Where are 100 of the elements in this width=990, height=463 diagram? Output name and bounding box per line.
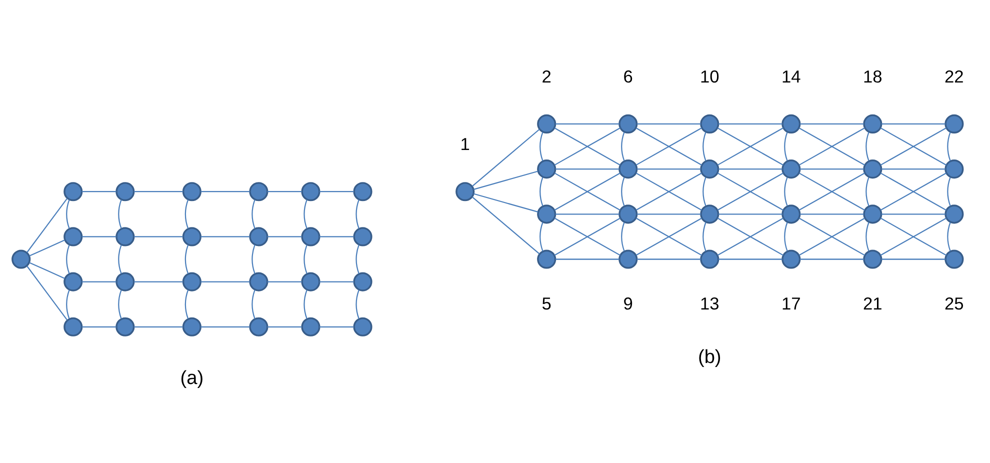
node-circle [782, 204, 801, 224]
node-circle [64, 317, 83, 336]
connector [866, 176, 870, 206]
connector [947, 222, 951, 252]
connector [636, 214, 701, 215]
node-circle [182, 227, 202, 246]
connector [636, 168, 701, 170]
connector [134, 326, 183, 328]
node-label: 10 [700, 66, 720, 86]
connector [66, 290, 70, 319]
connector [184, 290, 189, 319]
connector [82, 191, 116, 192]
connector [200, 236, 250, 238]
connector [554, 172, 621, 211]
connector [717, 127, 784, 166]
connector [82, 236, 116, 238]
connector [319, 236, 354, 238]
node-label: 2 [542, 66, 552, 86]
connector [621, 132, 625, 162]
connector [252, 200, 256, 229]
connector [118, 244, 122, 274]
connector [800, 123, 864, 125]
connector [947, 176, 951, 206]
node-label: 22 [944, 66, 964, 86]
connector [304, 200, 308, 229]
node-circle [301, 272, 320, 292]
connector [717, 172, 784, 211]
node-label: 1 [460, 134, 470, 154]
node-label: 18 [863, 66, 882, 86]
connector [66, 200, 70, 229]
label: (a) [180, 368, 204, 389]
connector [702, 132, 706, 162]
node-circle [944, 250, 964, 269]
connector [26, 198, 68, 253]
node-circle [537, 204, 556, 224]
connector [636, 172, 702, 211]
node-circle [863, 114, 882, 134]
connector [200, 191, 250, 192]
connector [473, 170, 538, 190]
connector [540, 132, 544, 162]
node-circle [944, 114, 964, 134]
connector [881, 123, 946, 125]
node-circle [64, 272, 83, 292]
connector [29, 240, 66, 256]
connector [555, 123, 620, 125]
node-circle [456, 182, 475, 202]
connector [118, 200, 122, 229]
connector [880, 172, 947, 211]
node-circle [353, 272, 372, 292]
node-circle [64, 182, 83, 202]
connector [718, 168, 782, 170]
node-circle [782, 250, 801, 269]
connector [472, 196, 540, 254]
connector [134, 281, 183, 282]
node-circle [863, 250, 882, 269]
node-circle [116, 227, 135, 246]
node-circle [863, 204, 882, 224]
node-circle [182, 317, 202, 336]
node-circle [618, 204, 638, 224]
connector [184, 200, 189, 229]
node-label: 25 [944, 294, 964, 314]
node-label: 21 [863, 294, 882, 314]
node-circle [700, 160, 720, 179]
connector [356, 200, 360, 229]
connector [800, 214, 864, 215]
connector [267, 191, 302, 192]
connector [798, 218, 866, 256]
node-circle [301, 317, 320, 336]
node-circle [537, 160, 556, 179]
node-circle [116, 272, 135, 292]
label: (b) [698, 346, 722, 368]
connector [636, 218, 702, 256]
connector [718, 123, 782, 125]
connector [473, 193, 538, 213]
connector [66, 244, 70, 274]
node-circle [12, 250, 31, 269]
connector [540, 222, 544, 252]
node-circle [863, 160, 882, 179]
node-circle [353, 182, 372, 202]
connector [319, 326, 354, 328]
connector [784, 132, 788, 162]
connector [555, 258, 620, 260]
node-circle [182, 182, 202, 202]
node-circle [782, 114, 801, 134]
connector [636, 258, 701, 260]
connector [555, 168, 620, 170]
connector [134, 191, 183, 192]
connector [319, 281, 354, 282]
connector [118, 290, 122, 319]
node-circle [249, 317, 268, 336]
node-label: 14 [782, 66, 801, 86]
node-circle [618, 160, 638, 179]
connector [267, 281, 302, 282]
connector [866, 132, 870, 162]
connector [356, 244, 360, 274]
node-circle [782, 160, 801, 179]
node-circle [537, 250, 556, 269]
connector [554, 127, 621, 166]
connector [267, 326, 302, 328]
node-label: 13 [700, 294, 720, 314]
